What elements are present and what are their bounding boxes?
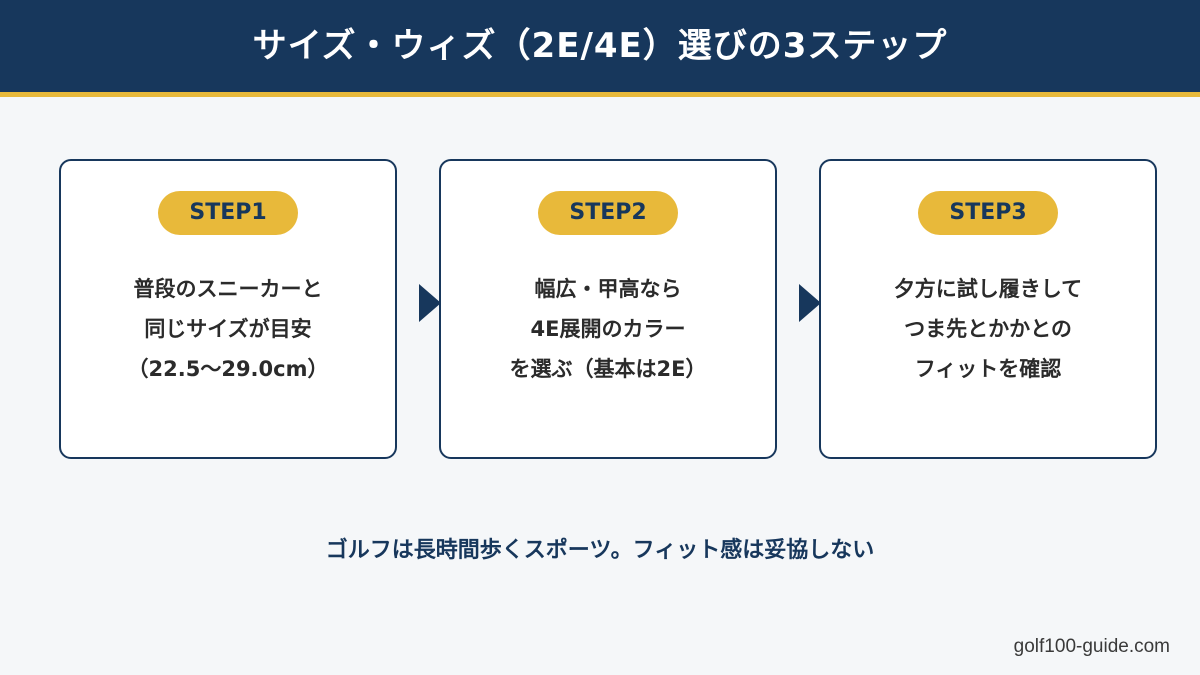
step-badge: STEP3 [918, 191, 1058, 235]
step-description: 幅広・甲高なら 4E展開のカラー を選ぶ（基本は2E） [441, 269, 775, 389]
step-card-3: STEP3 夕方に試し履きして つま先とかかとの フィットを確認 [819, 159, 1157, 459]
step-line: （22.5〜29.0cm） [127, 357, 329, 381]
tagline: ゴルフは長時間歩くスポーツ。フィット感は妥協しない [325, 538, 875, 563]
step-badge: STEP1 [158, 191, 298, 235]
step-badge: STEP2 [538, 191, 678, 235]
step-line: 同じサイズが目安 [144, 317, 312, 341]
step-card-1: STEP1 普段のスニーカーと 同じサイズが目安 （22.5〜29.0cm） [59, 159, 397, 459]
site-url: golf100-guide.com [1013, 636, 1170, 657]
step-line: フィットを確認 [914, 357, 1062, 381]
step-line: 4E展開のカラー [530, 317, 686, 341]
step-description: 普段のスニーカーと 同じサイズが目安 （22.5〜29.0cm） [61, 269, 395, 389]
header-bar: サイズ・ウィズ（2E/4E）選びの3ステップ [0, 0, 1200, 97]
step-description: 夕方に試し履きして つま先とかかとの フィットを確認 [821, 269, 1155, 389]
triangle-right-icon [419, 284, 441, 322]
step-card-2: STEP2 幅広・甲高なら 4E展開のカラー を選ぶ（基本は2E） [439, 159, 777, 459]
step-line: つま先とかかとの [904, 317, 1072, 341]
page-title: サイズ・ウィズ（2E/4E）選びの3ステップ [252, 26, 948, 66]
step-line: 普段のスニーカーと [133, 277, 323, 301]
triangle-right-icon [799, 284, 821, 322]
step-line: を選ぶ（基本は2E） [509, 357, 707, 381]
step-line: 幅広・甲高なら [534, 277, 682, 301]
step-line: 夕方に試し履きして [893, 277, 1083, 301]
